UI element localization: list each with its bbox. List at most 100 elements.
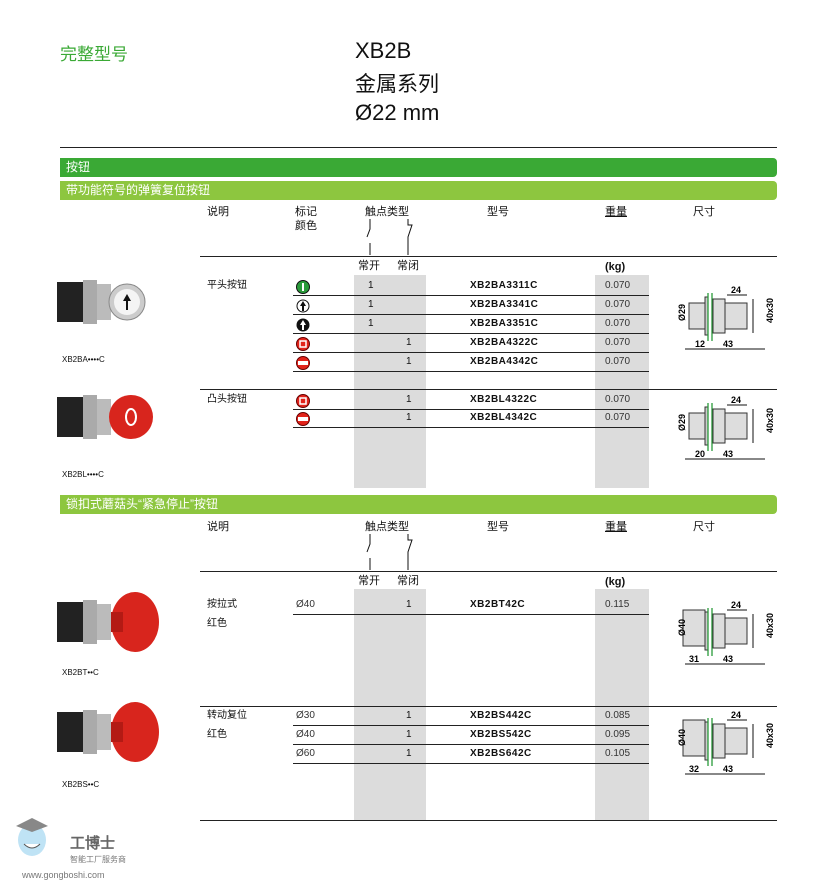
normally-closed-count: 1	[406, 356, 412, 367]
col-header-dimensions: 尺寸	[693, 521, 715, 533]
dim-c: 32	[689, 764, 699, 774]
black-arrow-up-icon	[296, 318, 310, 332]
weight-column-shade	[595, 275, 649, 488]
head-diameter: Ø30	[296, 710, 315, 721]
head-diameter: Ø60	[296, 748, 315, 759]
model-number[interactable]: XB2BS442C	[470, 710, 532, 721]
dim-b: 40x30	[765, 613, 775, 638]
model-number[interactable]: XB2BA3351C	[470, 318, 539, 329]
head-diameter: Ø40	[296, 599, 315, 610]
normally-open-count: 1	[368, 280, 374, 291]
dim-d: Ø40	[677, 619, 687, 636]
contact-column-shade	[354, 275, 426, 488]
dim-e: 43	[723, 449, 733, 459]
group-description: 按拉式	[207, 599, 237, 610]
section-bar-spring-return: 带功能符号的弹簧复位按钮	[60, 181, 777, 200]
dim-d: Ø29	[677, 304, 687, 321]
model-number[interactable]: XB2BT42C	[470, 599, 526, 610]
weight-value: 0.070	[605, 280, 631, 291]
material-title: 金属系列	[355, 73, 439, 96]
row-divider	[293, 295, 649, 296]
normally-closed-count: 1	[406, 412, 412, 423]
model-number[interactable]: XB2BA3341C	[470, 299, 539, 310]
product-caption: XB2BS••C	[62, 780, 100, 789]
product-photo-projecting-button	[57, 395, 153, 439]
model-number[interactable]: XB2BL4322C	[470, 394, 538, 405]
dimension-drawing: 24 40x30 Ø40 31 43	[677, 600, 775, 665]
product-photo-flush-button	[57, 280, 146, 324]
col-header-contact-type: 触点类型	[365, 206, 409, 218]
dimension-drawing: 24 40x30 Ø29 20 43	[677, 395, 775, 460]
brand-text: 工博士	[70, 834, 115, 852]
dim-e: 43	[723, 764, 733, 774]
model-number[interactable]: XB2BA3311C	[470, 280, 538, 291]
green-start-icon	[296, 280, 310, 294]
normally-open-count: 1	[368, 299, 374, 310]
dim-e: 43	[723, 654, 733, 664]
model-number[interactable]: XB2BS642C	[470, 748, 532, 759]
group-description: 凸头按钮	[207, 394, 247, 405]
row-divider	[293, 744, 649, 745]
normally-open-count: 1	[368, 318, 374, 329]
group-description: 平头按钮	[207, 280, 247, 291]
col-header-weight: 重量	[605, 521, 627, 533]
contact-symbol-icon	[366, 534, 413, 570]
dim-d: Ø40	[677, 729, 687, 746]
row-divider	[200, 820, 777, 821]
group-color: 红色	[207, 618, 227, 629]
normally-closed-count: 1	[406, 710, 412, 721]
normally-closed-count: 1	[406, 599, 412, 610]
product-photo-push-pull-mushroom	[57, 592, 159, 652]
dim-a: 24	[731, 600, 741, 610]
model-number[interactable]: XB2BL4342C	[470, 412, 538, 423]
series-title: XB2B	[355, 38, 412, 63]
col-header-description: 说明	[207, 206, 229, 218]
row-divider	[293, 427, 649, 428]
red-bar-icon	[296, 412, 310, 426]
white-arrow-up-icon	[296, 299, 310, 313]
weight-value: 0.115	[605, 599, 630, 610]
col-header-dimensions: 尺寸	[693, 206, 715, 218]
row-divider	[293, 314, 649, 315]
row-divider	[293, 333, 649, 334]
col-header-model: 型号	[487, 521, 509, 533]
dim-b: 40x30	[765, 723, 775, 748]
col-header-description: 说明	[207, 521, 229, 533]
col-header-model: 型号	[487, 206, 509, 218]
model-number[interactable]: XB2BA4322C	[470, 337, 539, 348]
weight-value: 0.070	[605, 394, 631, 405]
row-divider	[293, 409, 649, 410]
normally-closed-count: 1	[406, 337, 412, 348]
row-divider	[293, 352, 649, 353]
model-number[interactable]: XB2BS542C	[470, 729, 532, 740]
red-bar-icon	[296, 356, 310, 370]
row-divider	[293, 371, 649, 372]
group-description: 转动复位	[207, 710, 247, 721]
catalog-heading: 完整型号	[60, 45, 128, 64]
section-bar-buttons: 按钮	[60, 158, 777, 177]
weight-value: 0.070	[605, 337, 631, 348]
red-stop-icon	[296, 394, 310, 408]
group-color: 红色	[207, 729, 227, 740]
dim-c: 12	[695, 339, 705, 349]
col-header-marking: 标记 颜色	[295, 206, 317, 232]
row-divider	[293, 614, 649, 615]
weight-value: 0.105	[605, 748, 631, 759]
head-diameter: Ø40	[296, 729, 315, 740]
normally-closed-count: 1	[406, 394, 412, 405]
dim-a: 24	[731, 285, 741, 295]
model-number[interactable]: XB2BA4342C	[470, 356, 539, 367]
url-text: www.gongboshi.com	[21, 870, 105, 880]
col-header-no: 常开	[358, 260, 380, 272]
dim-a: 24	[731, 710, 741, 720]
dim-a: 24	[731, 395, 741, 405]
normally-closed-count: 1	[406, 748, 412, 759]
section-bar-emergency-stop: 锁扣式蘑菇头“紧急停止”按钮	[60, 495, 777, 514]
dimension-drawing: 24 40x30 Ø40 32 43	[677, 710, 775, 775]
contact-symbol-icon	[366, 219, 413, 255]
col-header-weight: 重量	[605, 206, 627, 218]
product-photo-turn-release-mushroom	[57, 702, 159, 762]
col-header-nc: 常闭	[397, 260, 419, 272]
row-divider	[200, 389, 777, 390]
weight-value: 0.070	[605, 356, 631, 367]
